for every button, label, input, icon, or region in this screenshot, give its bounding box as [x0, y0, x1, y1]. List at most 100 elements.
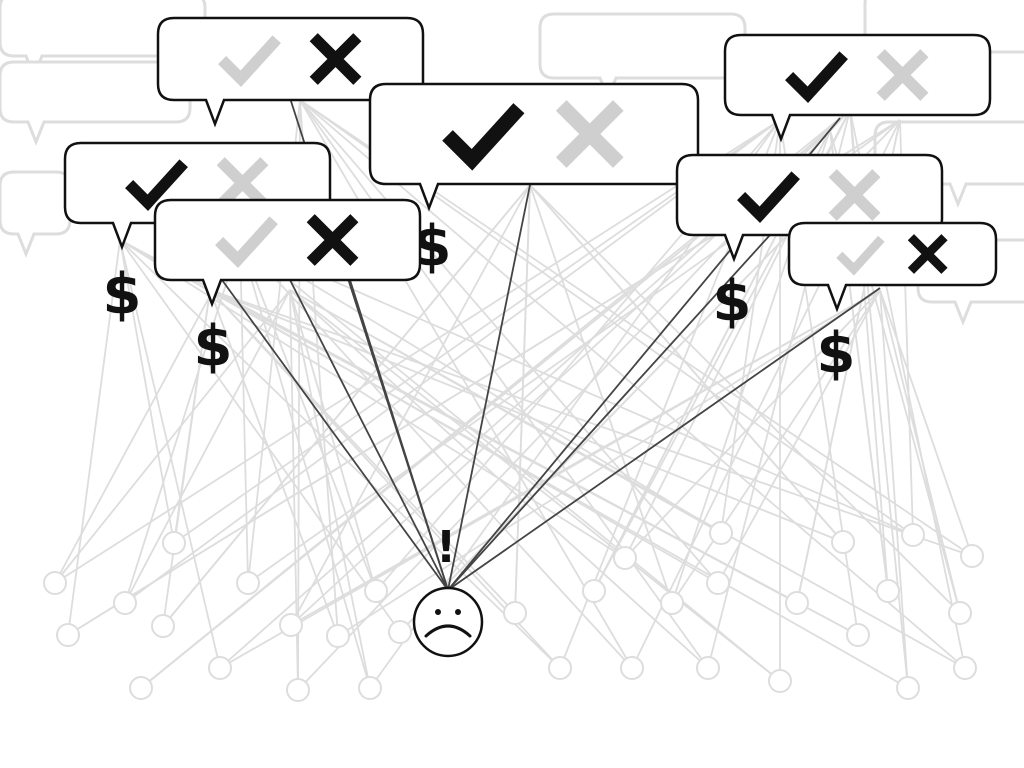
background-node [696, 656, 720, 680]
background-node [358, 676, 382, 700]
background-link [67, 239, 121, 636]
background-link [529, 184, 673, 604]
influence-line [349, 279, 449, 591]
background-link [289, 289, 709, 669]
background-node [129, 676, 153, 700]
background-node [660, 591, 684, 615]
background-link [879, 289, 973, 557]
background-link [162, 184, 531, 627]
background-node [548, 656, 572, 680]
background-link [124, 289, 291, 604]
background-node [208, 656, 232, 680]
cross-icon [907, 234, 948, 274]
background-link [239, 239, 249, 584]
background-node [901, 523, 925, 547]
background-node [960, 544, 984, 568]
background-node [620, 656, 644, 680]
background-node [709, 521, 733, 545]
background-link [119, 239, 175, 544]
background-node [56, 623, 80, 647]
background-node [236, 571, 260, 595]
cross-icon [306, 214, 359, 266]
influence-line [447, 184, 531, 591]
background-node [113, 591, 137, 615]
check-icon [785, 51, 848, 104]
background-node [785, 591, 809, 615]
background-node [364, 579, 388, 603]
background-node [948, 601, 972, 625]
background-link [529, 184, 961, 614]
cross-icon [309, 33, 362, 85]
background-link [299, 99, 709, 669]
money-symbol: $ [103, 262, 142, 327]
background-node [876, 579, 900, 603]
background-node [613, 546, 637, 570]
background-node [953, 656, 977, 680]
background-node [326, 624, 350, 648]
background-node [768, 669, 792, 693]
background-link [879, 289, 909, 689]
check-icon [218, 35, 281, 88]
background-node [279, 613, 303, 637]
money-symbol: $ [713, 269, 752, 334]
background-node [162, 531, 186, 555]
background-network [43, 99, 984, 702]
background-link [119, 239, 626, 559]
background-link [209, 289, 561, 669]
background-link [239, 239, 781, 682]
check-icon [125, 159, 188, 212]
speech-bubble [787, 221, 998, 313]
background-link [119, 239, 221, 669]
money-symbol: $ [194, 314, 233, 379]
background-node [503, 601, 527, 625]
check-icon [442, 103, 525, 171]
background-link [119, 239, 909, 689]
background-link [299, 99, 966, 669]
background-link [239, 239, 371, 689]
background-link [289, 289, 966, 669]
opinion-bubbles: $$$$$ [63, 16, 998, 386]
background-link [119, 239, 561, 669]
background-node [831, 530, 855, 554]
speech-bubble [153, 198, 422, 308]
background-node [388, 620, 412, 644]
person-node: ! [412, 522, 484, 658]
background-node [286, 678, 310, 702]
alert-mark: ! [436, 522, 456, 573]
background-link [624, 289, 881, 559]
background-node [896, 676, 920, 700]
background-link [54, 289, 291, 584]
background-link [529, 184, 844, 543]
background-link [119, 239, 401, 633]
background-link [209, 289, 859, 636]
opinion-bubble-g [787, 221, 998, 313]
cross-icon [876, 49, 929, 101]
cross-icon [216, 157, 269, 209]
influence-line [289, 279, 449, 591]
cross-icon [555, 100, 624, 168]
check-icon [215, 216, 278, 269]
background-link [671, 289, 881, 604]
background-node [151, 614, 175, 638]
influence-line [221, 279, 449, 591]
check-icon [737, 171, 800, 224]
background-link [299, 99, 633, 669]
background-link [209, 289, 973, 557]
background-node [846, 623, 870, 647]
cross-icon [828, 169, 881, 221]
background-bubble [0, 170, 72, 259]
opinion-bubble-a [156, 16, 425, 128]
check-icon [836, 235, 885, 276]
background-node [582, 579, 606, 603]
money-symbol: $ [817, 321, 856, 386]
opinion-bubble-e [723, 33, 992, 143]
opinion-bubble-c [153, 198, 422, 308]
background-link [239, 239, 377, 592]
background-link [299, 99, 719, 584]
opinion-bubble-d [368, 82, 700, 212]
background-node [43, 571, 67, 595]
sad-face-icon [412, 586, 484, 658]
background-node [706, 571, 730, 595]
influence-line [447, 234, 771, 591]
